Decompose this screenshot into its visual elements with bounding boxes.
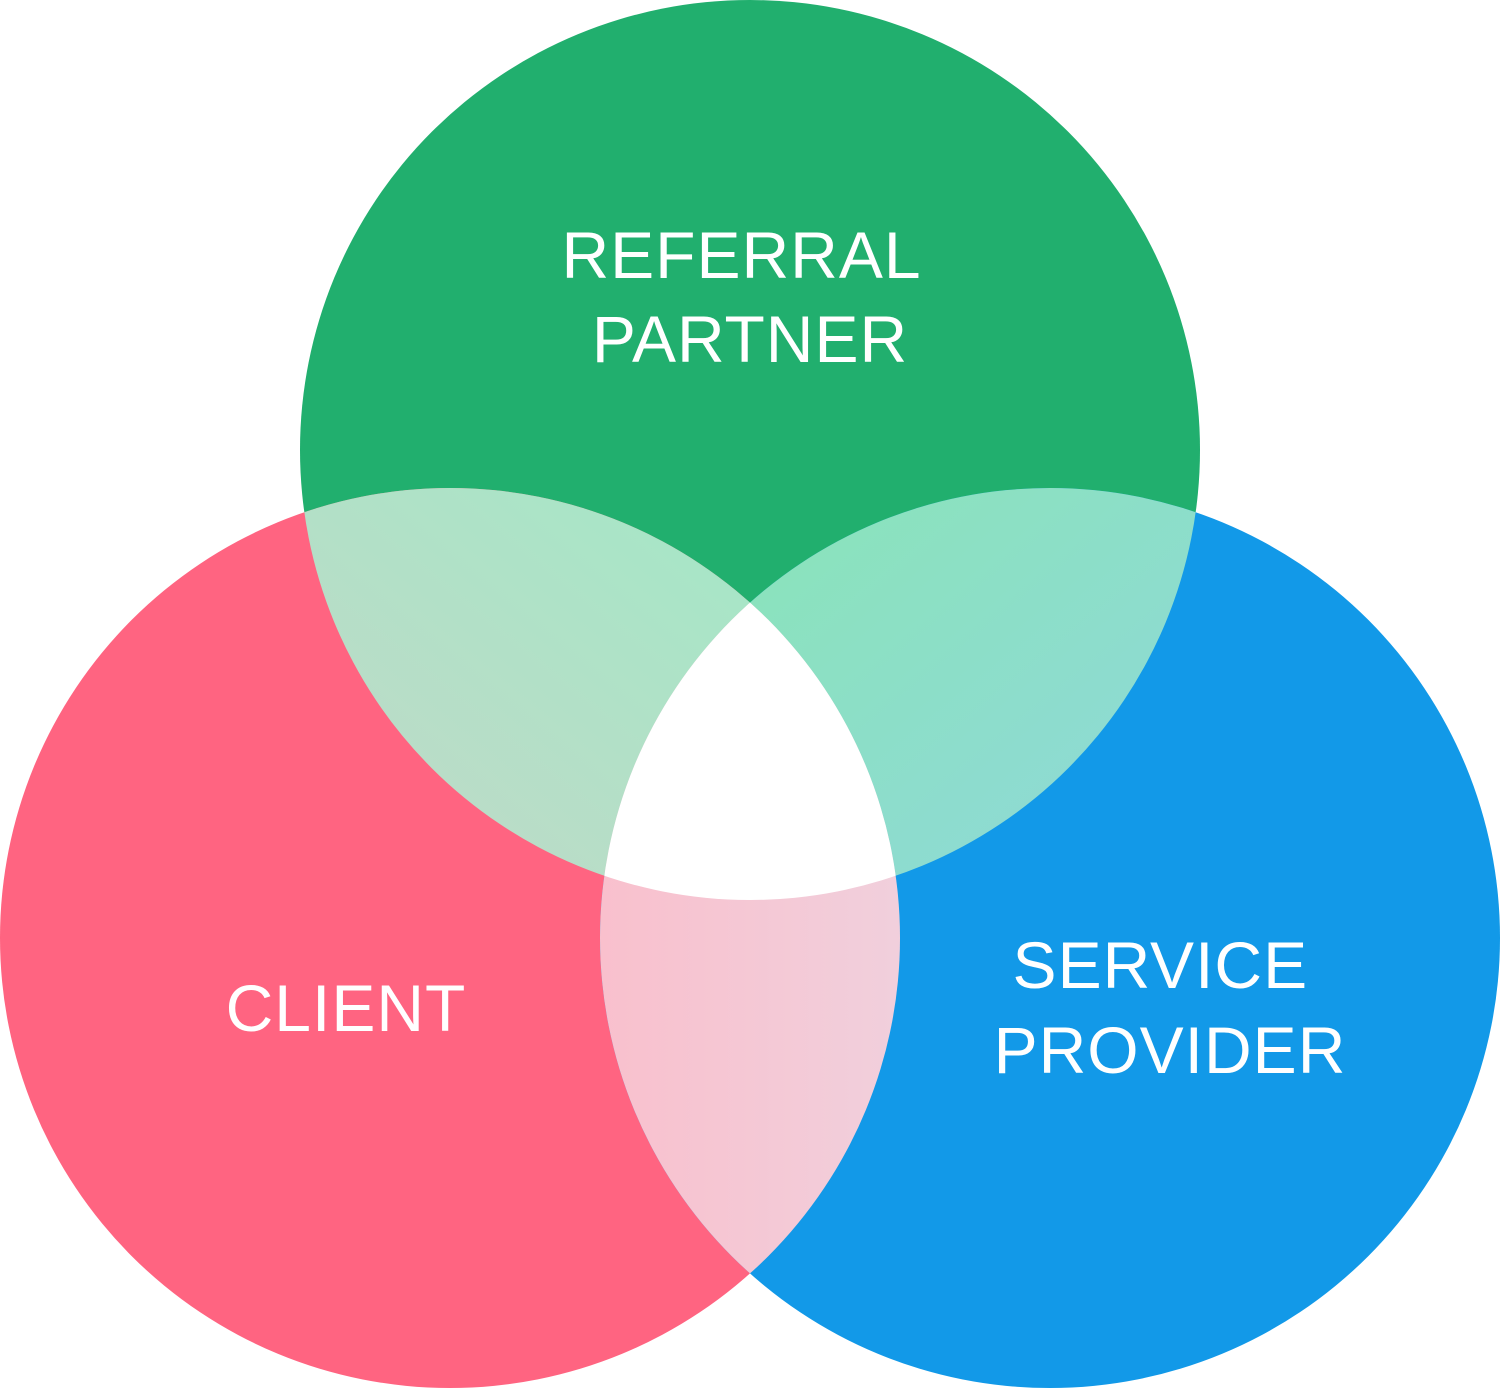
client-label-line-1: CLIENT xyxy=(226,971,467,1045)
referral-partner-label-line-1: REFERRAL xyxy=(562,218,920,292)
service-provider-label-line-1: SERVICE xyxy=(1013,928,1309,1002)
client-label: CLIENT xyxy=(226,971,467,1045)
overlap-center xyxy=(600,488,900,900)
referral-partner-label: REFERRAL PARTNER xyxy=(562,218,939,376)
service-provider-label-line-2: PROVIDER xyxy=(994,1013,1347,1087)
service-provider-label: SERVICE PROVIDER xyxy=(994,928,1347,1087)
referral-partner-label-line-2: PARTNER xyxy=(592,302,908,376)
